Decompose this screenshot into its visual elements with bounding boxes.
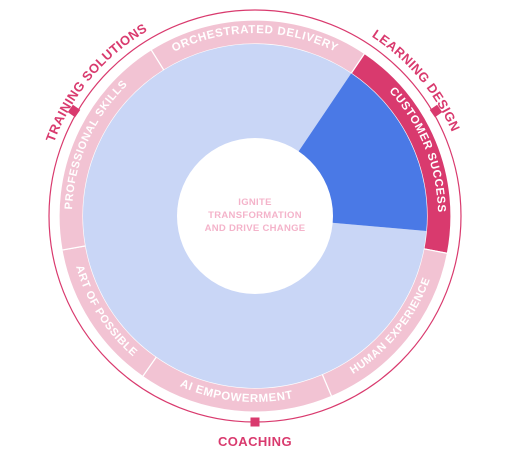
center-line-3: AND DRIVE CHANGE — [205, 223, 306, 234]
center-line-2: TRANSFORMATION — [208, 210, 302, 221]
center-line-1: IGNITE — [238, 197, 271, 208]
marker-learning-design — [429, 104, 443, 118]
center-hub — [177, 138, 333, 294]
marker-coaching — [250, 417, 260, 427]
outer-label-coaching[interactable]: COACHING — [218, 434, 292, 449]
marker-training-solutions — [67, 104, 81, 118]
